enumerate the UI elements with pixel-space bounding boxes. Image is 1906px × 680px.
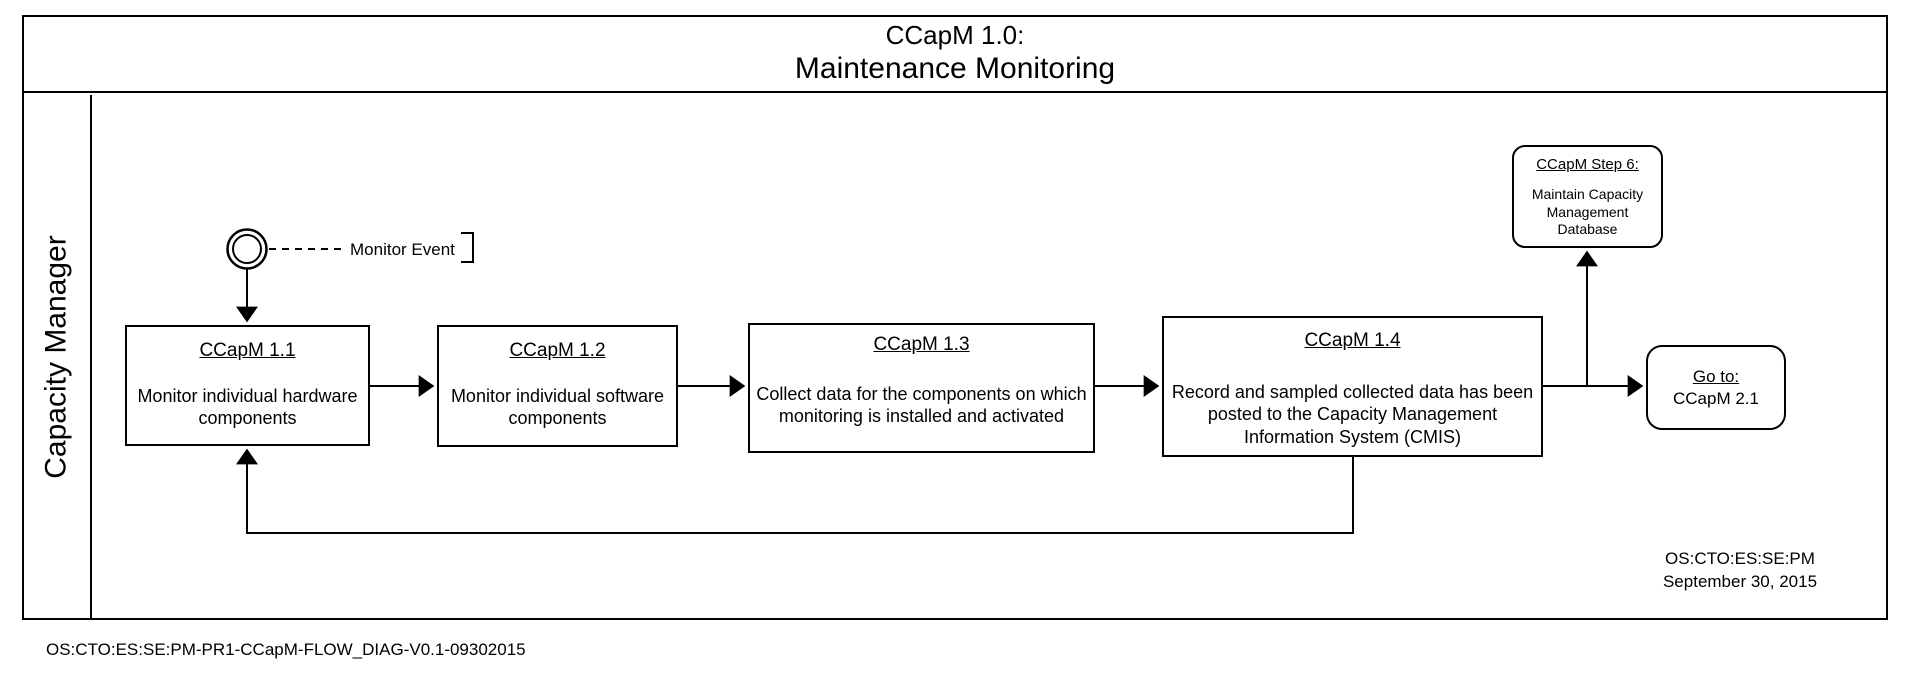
arrow-feedback-loop	[236, 448, 1354, 534]
diagram-title-band: CCapM 1.0: Maintenance Monitoring	[22, 15, 1888, 93]
process-box-ccapm-1-1: CCapM 1.1 Monitor individual hardware co…	[125, 325, 370, 446]
diagram-title-line1: CCapM 1.0:	[885, 20, 1025, 51]
annotation-bracket	[461, 232, 474, 263]
reference-heading: Go to:	[1692, 366, 1740, 386]
footer-org-date-block: OS:CTO:ES:SE:PM September 30, 2015	[1650, 548, 1830, 594]
start-event-label: Monitor Event	[350, 240, 455, 259]
diagram-title-line2: Maintenance Monitoring	[794, 51, 1116, 85]
process-body: Monitor individual hardware components	[137, 385, 358, 429]
reference-body: Maintain Capacity Management Database	[1531, 186, 1644, 237]
process-body: Record and sampled collected data has be…	[1171, 381, 1534, 447]
footer-date: September 30, 2015	[1662, 571, 1818, 591]
process-body: Collect data for the components on which…	[756, 383, 1087, 427]
process-heading: CCapM 1.4	[1304, 330, 1401, 351]
start-event-icon	[226, 228, 268, 270]
process-body: Monitor individual software components	[450, 385, 665, 429]
process-box-ccapm-1-3: CCapM 1.3 Collect data for the component…	[748, 323, 1095, 453]
process-box-ccapm-1-4: CCapM 1.4 Record and sampled collected d…	[1162, 316, 1543, 457]
reference-box-goto-ccapm-2-1: Go to: CCapM 2.1	[1646, 345, 1786, 430]
reference-body: CCapM 2.1	[1673, 388, 1759, 408]
process-heading: CCapM 1.2	[509, 340, 606, 361]
process-heading: CCapM 1.3	[873, 334, 970, 355]
reference-box-ccapm-step6: CCapM Step 6: Maintain Capacity Manageme…	[1512, 145, 1663, 248]
footer-org: OS:CTO:ES:SE:PM	[1665, 549, 1815, 568]
process-box-ccapm-1-2: CCapM 1.2 Monitor individual software co…	[437, 325, 678, 447]
swimlane-label-cell: Capacity Manager	[24, 95, 92, 618]
process-heading: CCapM 1.1	[199, 340, 296, 361]
footer-doc-id: OS:CTO:ES:SE:PM-PR1-CCapM-FLOW_DIAG-V0.1…	[46, 640, 526, 659]
reference-heading: CCapM Step 6:	[1536, 156, 1639, 173]
